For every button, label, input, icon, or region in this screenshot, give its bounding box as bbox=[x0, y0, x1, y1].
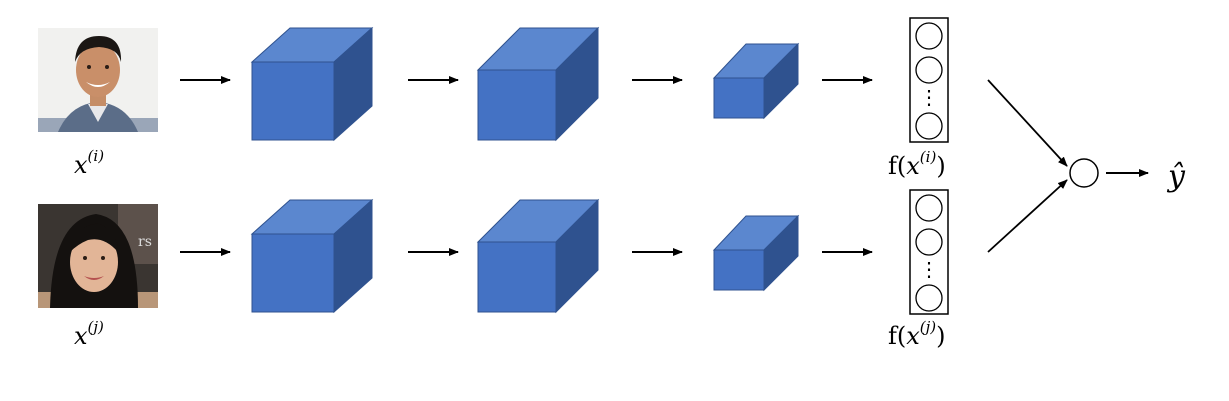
input-photo-man bbox=[38, 28, 158, 132]
conv-layer-cube bbox=[712, 42, 800, 120]
merge-arrow-bottom bbox=[987, 179, 1068, 253]
embedding-unit bbox=[915, 56, 943, 84]
input-label-j: x(j) bbox=[74, 318, 104, 350]
embedding-unit bbox=[915, 112, 943, 140]
embedding-unit bbox=[915, 284, 943, 312]
embedding-dots: ⋮ bbox=[919, 257, 939, 281]
conv-layer-cube bbox=[250, 198, 374, 314]
conv-layer-cube bbox=[476, 198, 600, 314]
conv-layer-cube bbox=[250, 26, 374, 142]
embedding-dots: ⋮ bbox=[919, 85, 939, 109]
output-unit bbox=[1069, 158, 1099, 188]
input-photo-woman: rs bbox=[38, 204, 158, 308]
embedding-unit bbox=[915, 228, 943, 256]
embedding-label-i: f(x(i)) bbox=[888, 148, 946, 180]
embedding-label-j: f(x(j)) bbox=[888, 318, 946, 350]
output-label: ŷ bbox=[1166, 159, 1186, 194]
embedding-vector: ⋮ bbox=[909, 189, 949, 315]
embedding-unit bbox=[915, 22, 943, 50]
svg-text:rs: rs bbox=[138, 234, 152, 250]
input-label-i: x(i) bbox=[74, 147, 104, 179]
conv-layer-cube bbox=[476, 26, 600, 142]
embedding-unit bbox=[915, 194, 943, 222]
merge-arrow-top bbox=[987, 79, 1068, 167]
conv-layer-cube bbox=[712, 214, 800, 292]
embedding-vector: ⋮ bbox=[909, 17, 949, 143]
